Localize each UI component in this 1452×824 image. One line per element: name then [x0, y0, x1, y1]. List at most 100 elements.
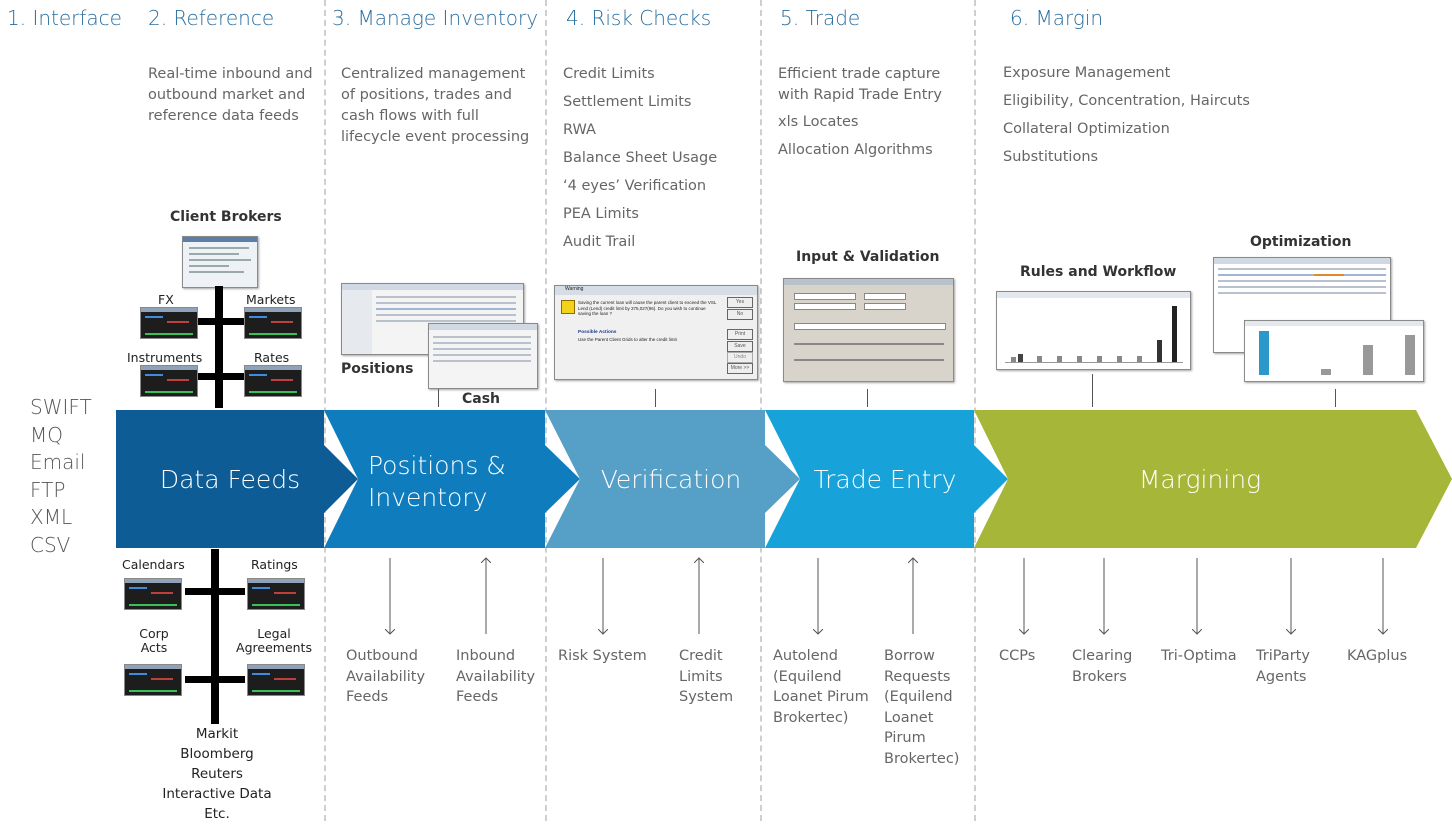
dialog-undo-button[interactable]: Undo — [727, 352, 753, 363]
dialog-save-button[interactable]: Save — [727, 341, 753, 352]
protocol-item: CSV — [30, 532, 71, 557]
protocol-list: SWIFT MQ Email FTP XML CSV — [30, 394, 92, 559]
data-source-item: Etc. — [204, 806, 230, 822]
column-title-manage-inventory: 3. Manage Inventory — [332, 6, 539, 30]
feed-label-borrow-requests: Borrow Requests (Equilend Loanet Pirum B… — [884, 648, 960, 767]
trade-list: xls Locates Allocation Algorithms — [778, 108, 933, 164]
markets-label: Markets — [246, 292, 296, 307]
risk-checks-list: Credit Limits Settlement Limits RWA Bala… — [563, 60, 717, 256]
protocol-item: SWIFT — [30, 395, 92, 419]
protocol-item: FTP — [30, 477, 66, 502]
band-label-positions: Positions & Inventory — [368, 451, 506, 512]
rates-label: Rates — [254, 350, 290, 365]
column-title-risk-checks: 4. Risk Checks — [566, 6, 712, 30]
data-source-item: Bloomberg — [180, 746, 254, 762]
dialog-no-button[interactable]: No — [727, 309, 753, 320]
band-segment-verification — [545, 410, 800, 548]
dialog-print-button[interactable]: Print — [727, 329, 753, 340]
tree-trunk-bottom — [211, 549, 219, 724]
column-title-margin: 6. Margin — [1010, 6, 1104, 30]
client-brokers-label: Client Brokers — [170, 209, 282, 225]
band-label-margining: Margining — [1138, 465, 1262, 494]
dialog-title: Warning — [555, 286, 757, 295]
terminal-icon — [247, 578, 305, 610]
client-brokers-screenshot — [182, 236, 258, 288]
feed-label-kagplus: KAGplus — [1347, 648, 1408, 664]
dialog-actions-text: Use the Parent Client Grids to alter the… — [578, 337, 677, 342]
ratings-label: Ratings — [251, 557, 298, 572]
band-segment-margining — [974, 410, 1452, 548]
protocol-item: MQ — [30, 422, 63, 447]
connector-tick — [1335, 389, 1336, 407]
band-segment-data-feeds — [116, 410, 358, 548]
connector-tick — [438, 389, 439, 407]
terminal-icon — [140, 365, 198, 397]
connector-tick — [867, 389, 868, 407]
optimization-label: Optimization — [1250, 234, 1352, 250]
band-label-verification: Verification — [600, 465, 742, 494]
feed-label-outbound-availability: Outbound Availability Feeds — [346, 648, 426, 705]
band-tip-trade-to-margin — [974, 445, 1008, 513]
list-item: RWA — [563, 122, 596, 138]
cash-label: Cash — [462, 391, 501, 407]
feed-label-credit-limits-system: Credit Limits System — [679, 648, 734, 705]
legal-agreements-label: Legal Agreements — [236, 626, 312, 655]
list-item: xls Locates — [778, 114, 859, 130]
tree-branch — [185, 588, 245, 595]
band-segment-positions — [324, 410, 580, 548]
list-item: Eligibility, Concentration, Haircuts — [1003, 93, 1250, 109]
tree-branch — [197, 373, 245, 380]
terminal-icon — [140, 307, 198, 339]
connector-tick — [1092, 374, 1093, 407]
feed-label-risk-system: Risk System — [558, 648, 647, 664]
feed-label-tri-optima: Tri-Optima — [1161, 648, 1237, 664]
list-item: Audit Trail — [563, 234, 636, 250]
fx-label: FX — [158, 292, 174, 307]
data-source-item: Interactive Data — [162, 786, 272, 802]
dialog-message: Saving the current loan will cause the p… — [578, 300, 717, 317]
column-title-interface: 1. Interface — [7, 6, 122, 30]
input-validation-label: Input & Validation — [796, 249, 940, 265]
dialog-yes-button[interactable]: Yes — [727, 297, 753, 308]
margin-list: Exposure Management Eligibility, Concent… — [1003, 59, 1250, 171]
rules-workflow-label: Rules and Workflow — [1020, 264, 1177, 280]
tree-branch — [185, 676, 245, 683]
list-item: Allocation Algorithms — [778, 142, 933, 158]
data-source-item: Markit — [195, 726, 239, 742]
inventory-description: Centralized management of positions, tra… — [341, 66, 530, 145]
data-source-item: Reuters — [191, 766, 243, 782]
warning-dialog-screenshot: Warning Saving the current loan will cau… — [554, 285, 758, 380]
trade-description: Efficient trade capture with Rapid Trade… — [778, 66, 942, 103]
protocol-item: XML — [30, 505, 73, 529]
instruments-label: Instruments — [127, 350, 203, 365]
tree-branch — [197, 318, 245, 325]
column-title-reference: 2. Reference — [148, 6, 275, 30]
feed-label-triparty-agents: TriParty Agents — [1256, 648, 1310, 685]
optimization-chart-screenshot — [1244, 320, 1424, 382]
terminal-icon — [244, 307, 302, 339]
dialog-actions-heading: Possible Actions — [578, 330, 617, 335]
corp-acts-label: Corp Acts — [139, 626, 169, 655]
reference-description: Real-time inbound and outbound market an… — [148, 66, 313, 124]
dialog-more-button[interactable]: More >> — [727, 363, 753, 374]
band-segment-trade-entry — [765, 410, 974, 548]
warning-icon — [561, 300, 575, 314]
trade-entry-screenshot — [783, 278, 954, 382]
list-item: Collateral Optimization — [1003, 121, 1170, 137]
feed-label-clearing-brokers: Clearing Brokers — [1072, 648, 1133, 685]
feed-label-ccps: CCPs — [999, 648, 1036, 664]
list-item: Credit Limits — [563, 66, 655, 82]
rules-workflow-screenshot — [996, 291, 1191, 370]
list-item: Substitutions — [1003, 149, 1099, 165]
protocol-item: Email — [30, 450, 86, 474]
terminal-icon — [124, 664, 182, 696]
list-item: PEA Limits — [563, 206, 639, 222]
band-label-data-feeds: Data Feeds — [159, 465, 301, 494]
list-item: Exposure Management — [1003, 65, 1171, 81]
list-item: Balance Sheet Usage — [563, 150, 718, 166]
cash-screenshot — [428, 323, 538, 389]
feed-label-inbound-availability: Inbound Availability Feeds — [456, 648, 536, 705]
positions-label: Positions — [341, 361, 414, 377]
